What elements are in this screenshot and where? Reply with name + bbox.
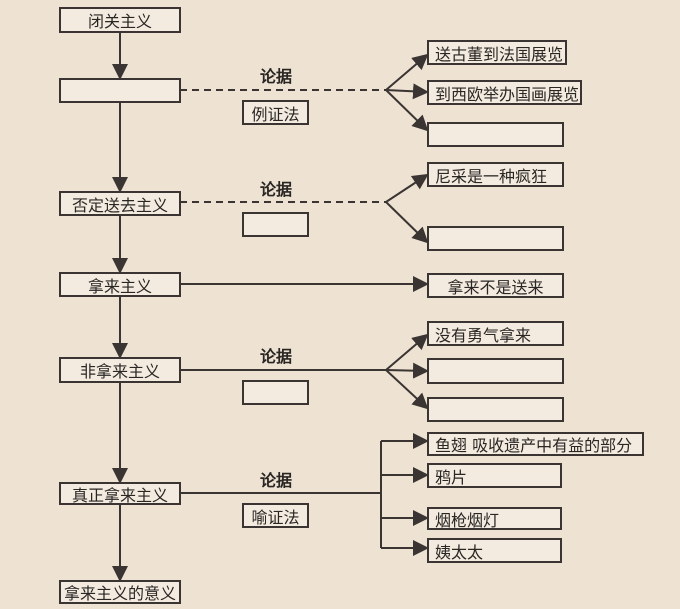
evidence-item: 鸦片 [427,463,562,488]
node-true-grabbism: 真正拿来主义 [59,482,181,505]
evidence-item: 尼采是一种疯狂 [427,162,564,187]
label-evidence: 论据 [260,471,293,490]
method-metaphor: 喻证法 [242,503,309,528]
label-evidence: 论据 [260,67,293,86]
evidence-item: 鱼翅 吸收遗产中有益的部分 [427,432,644,456]
evidence-item-blank [427,226,564,251]
evidence-item: 烟枪烟灯 [427,507,562,530]
evidence-item: 姨太太 [427,538,562,563]
evidence-item: 没有勇气拿来 [427,321,564,346]
node-negate-giving-away: 否定送去主义 [59,191,181,216]
evidence-item: 送古董到法国展览 [427,40,567,65]
node-closed-door-policy: 闭关主义 [59,7,181,33]
method-blank [242,380,309,405]
node-significance: 拿来主义的意义 [59,580,181,604]
method-example: 例证法 [242,100,309,125]
method-blank [242,212,309,237]
label-evidence: 论据 [260,180,293,199]
node-blank [59,78,181,103]
label-evidence: 论据 [260,347,293,366]
node-non-grabbism: 非拿来主义 [59,357,181,383]
evidence-item-blank [427,358,564,384]
evidence-item: 到西欧举办国画展览 [427,80,582,105]
evidence-item: 拿来不是送来 [427,273,564,298]
node-grabbism: 拿来主义 [59,272,181,297]
evidence-item-blank [427,122,564,147]
evidence-item-blank [427,397,564,422]
